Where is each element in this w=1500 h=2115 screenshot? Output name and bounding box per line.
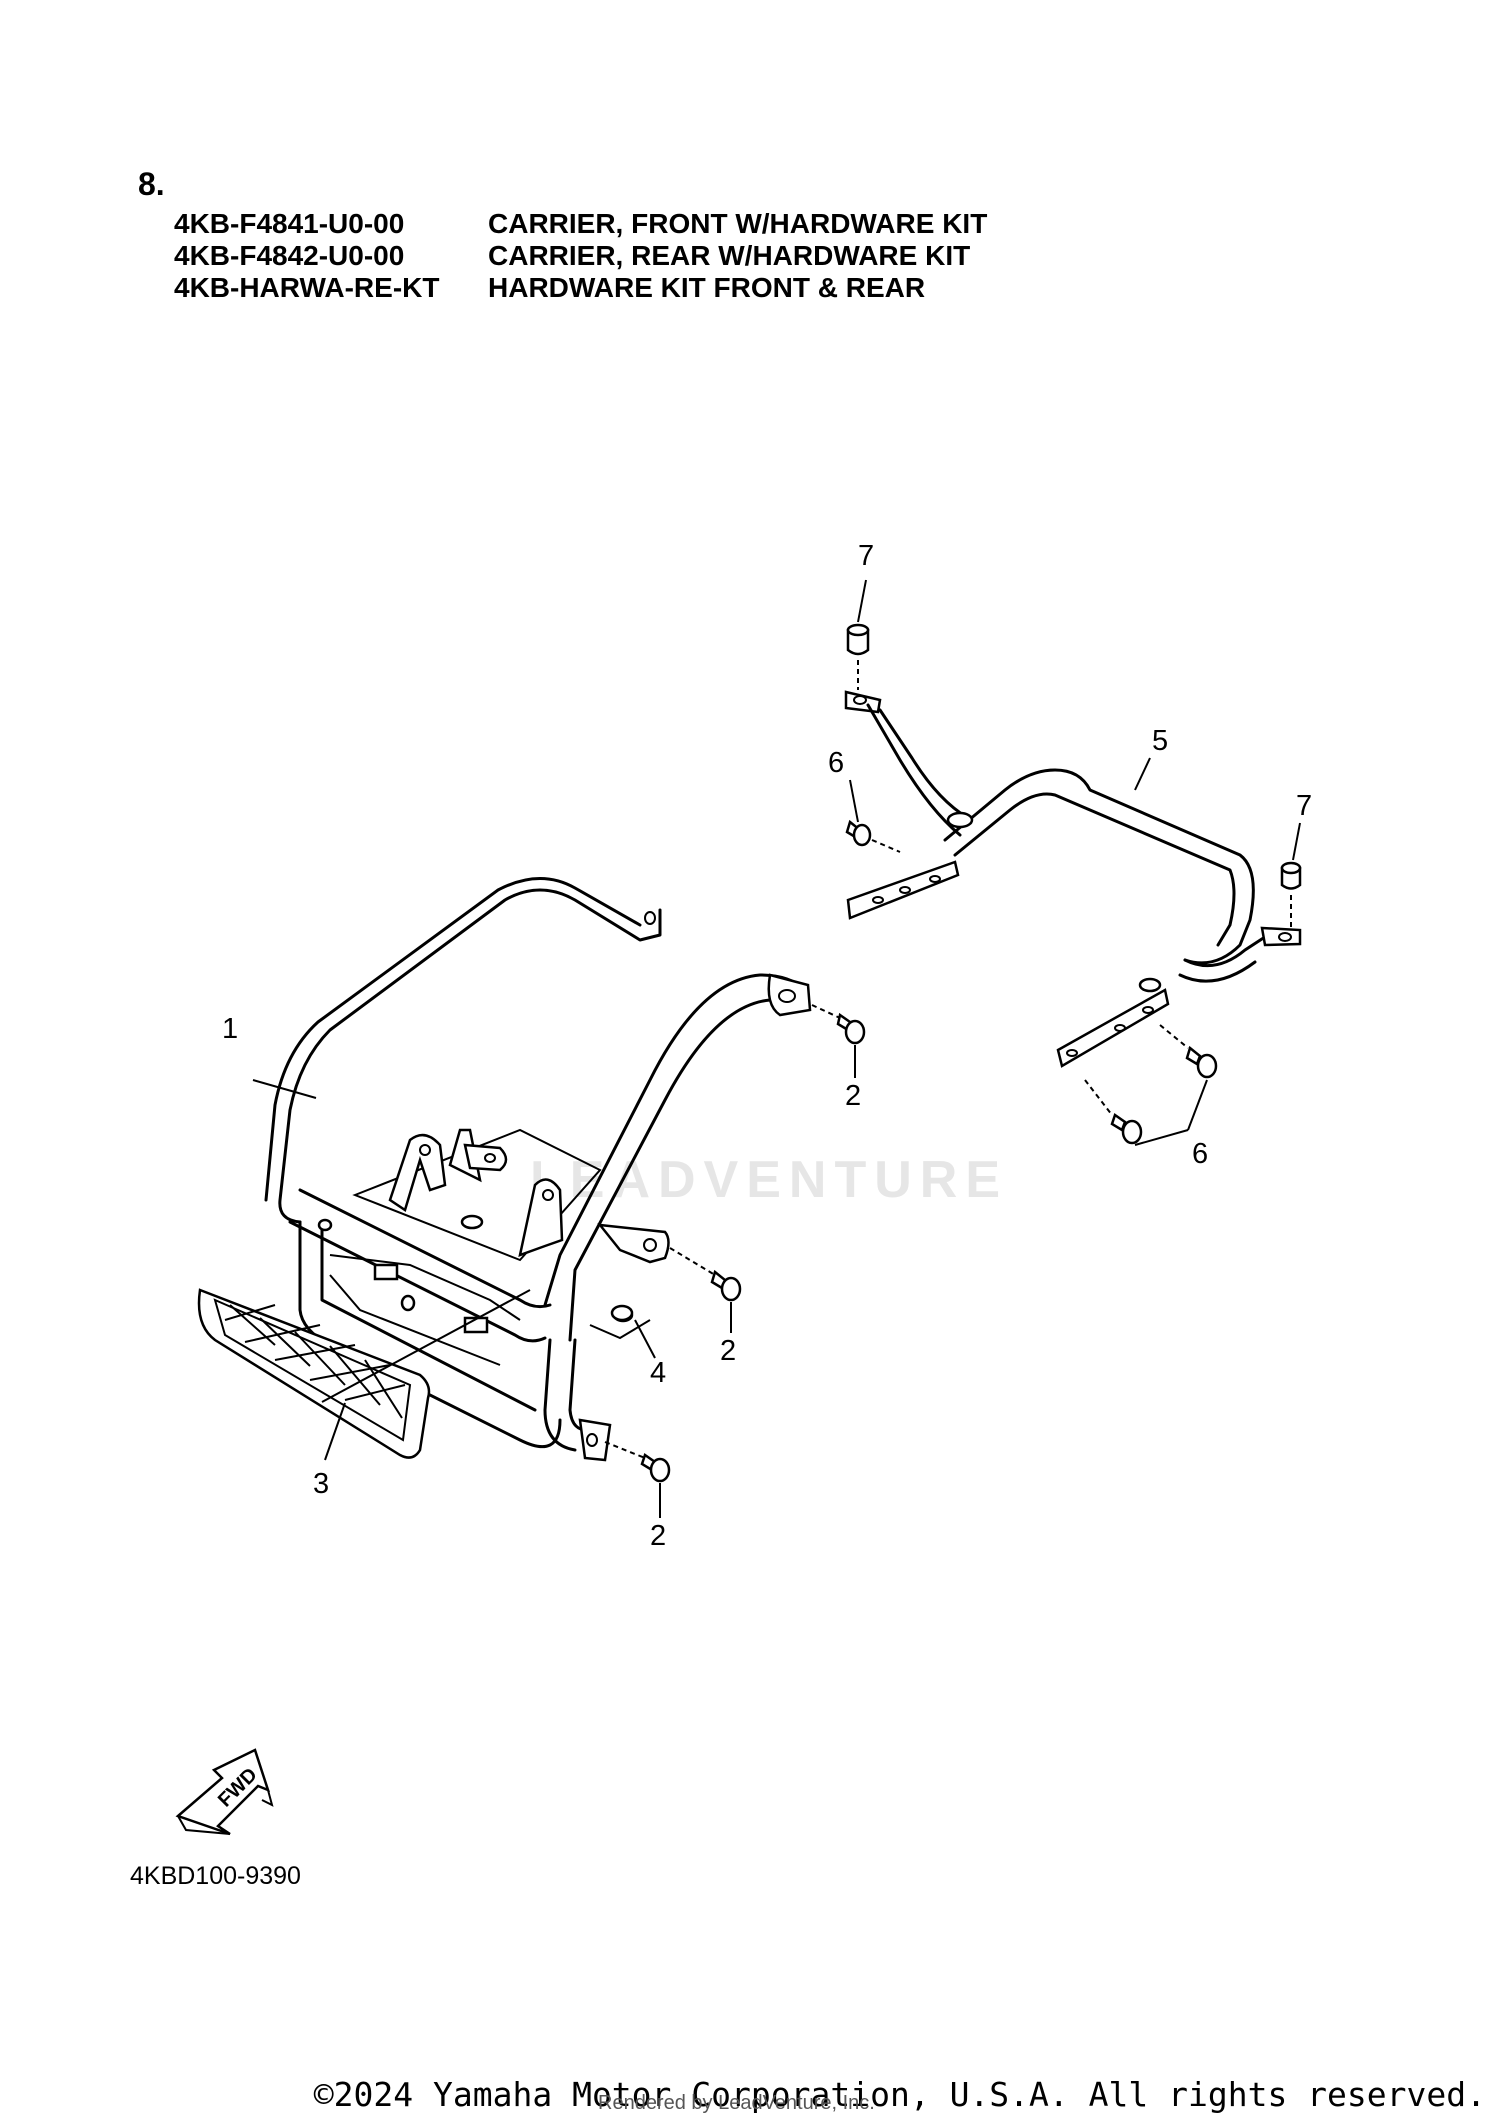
parts-header: 4KB-F4841-U0-00 CARRIER, FRONT W/HARDWARE… [174,208,987,304]
callout-5: 5 [1152,725,1168,757]
cap-part-7 [846,623,1302,928]
callout-7: 7 [858,540,874,572]
callout-2: 2 [845,1080,861,1112]
callout-2: 2 [650,1520,666,1552]
part-description: CARRIER, FRONT W/HARDWARE KIT [488,208,988,239]
part-number: 4KB-F4841-U0-00 [174,208,405,239]
washer-part-4 [610,1304,634,1322]
parts-row: 4KB-F4841-U0-00 CARRIER, FRONT W/HARDWARE… [174,208,987,240]
callout-6: 6 [828,747,844,779]
callout-2: 2 [720,1335,736,1367]
callout-7: 7 [1296,790,1312,822]
parts-row: 4KB-F4842-U0-00 CARRIER, REAR W/HARDWARE … [174,240,987,272]
parts-row: 4KB-HARWA-RE-KT HARDWARE KIT FRONT & REAR [174,272,987,304]
callout-3: 3 [313,1468,329,1500]
rendered-by: Rendered by LeadVenture, Inc. [598,2092,875,2114]
callout-1: 1 [222,1013,238,1045]
leader-lines [252,579,1301,1518]
callout-4: 4 [650,1357,666,1389]
part-description: CARRIER, REAR W/HARDWARE KIT [488,240,971,271]
mesh-grille [197,1288,431,1459]
section-number: 8. [138,166,165,202]
front-carrier [264,877,812,1462]
bolt-part-2 [604,1004,866,1483]
fwd-arrow-icon: FWD [175,1748,274,1836]
callout-6: 6 [1192,1138,1208,1170]
part-number: 4KB-HARWA-RE-KT [174,272,440,303]
copyright: ©2024 Yamaha Motor Corporation, U.S.A. A… [313,2075,1486,2114]
figure-code: 4KBD100-9390 [130,1862,301,1890]
part-description: HARDWARE KIT FRONT & REAR [488,272,926,303]
bolt-part-6 [845,819,1218,1145]
rear-carrier [844,690,1302,1068]
part-number: 4KB-F4842-U0-00 [174,240,405,271]
